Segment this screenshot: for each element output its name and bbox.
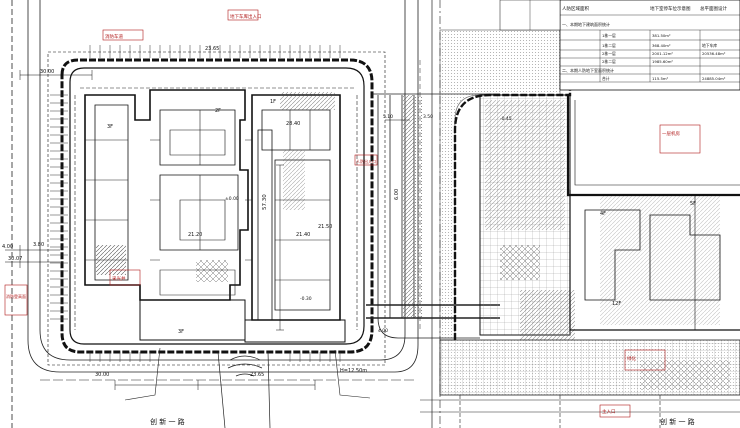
dimension-lines xyxy=(5,70,410,390)
room-label-6: 12F xyxy=(612,301,621,307)
dim-misc-3: 3.50 xyxy=(423,114,433,120)
room-label-1: 2F xyxy=(215,108,221,114)
site-boundary xyxy=(11,0,441,428)
title-block-section-1: 一、本期地下建筑面积统计 xyxy=(562,21,610,27)
tb-row-value-4: 20536.48m² xyxy=(702,51,726,56)
left-parking-stripes xyxy=(50,45,341,362)
dim-top-1: 23.65 xyxy=(205,46,219,52)
dim-vertical-0: 57.30 xyxy=(262,194,268,210)
elevation-1: -0.30 xyxy=(300,296,312,302)
tb-row-label-2: 2栋一层 xyxy=(602,51,616,56)
annotation-3: 一层机房 xyxy=(662,130,680,137)
annotation-0: 消防车道 xyxy=(105,33,123,40)
room-label-0: 3F xyxy=(107,124,113,130)
dim-left-2: 3.80 xyxy=(33,242,44,248)
dim-misc-2: 5.10 xyxy=(383,114,393,120)
tb-row-label-4: 地下车库 xyxy=(702,43,717,48)
tb-row-value-0: 381.50m² xyxy=(652,33,671,38)
right-building xyxy=(453,40,740,340)
street-label-right: 创 新 一 路 xyxy=(660,417,695,426)
elevation-0: ±0.00 xyxy=(225,196,239,202)
annotation-2: 人防出入口 xyxy=(356,158,376,164)
interior-walls xyxy=(74,87,358,330)
building-footprints xyxy=(84,89,346,343)
tb-row-value-1: 368.40m² xyxy=(652,43,671,48)
dim-top-0: 30.00 xyxy=(40,69,54,75)
annotation-7: 消防登高面 xyxy=(6,293,26,299)
road-hatch-strips xyxy=(403,95,424,317)
basement-outline xyxy=(47,51,386,366)
dim-misc-0: 21.20 xyxy=(188,232,202,238)
street-label-left: 创 新 一 路 xyxy=(150,417,185,426)
dim-vertical-2: 28.40 xyxy=(286,121,300,127)
main-entrance xyxy=(40,347,415,428)
title-block-section-2: 二、本期人防地下室面积统计 xyxy=(562,67,614,73)
elevation-2: -0.45 xyxy=(500,116,512,122)
annotation-4: 绿化 xyxy=(627,355,636,362)
title-block-label-left: 人防区域面积 xyxy=(562,5,589,12)
tb-row-label-0: 1栋一层 xyxy=(602,33,616,38)
annotation-1: 地下车库出入口 xyxy=(230,13,262,20)
room-label-3: 3F xyxy=(178,329,184,335)
tb-row-label-3: 2栋二层 xyxy=(602,59,616,64)
tb-total-0: 合计 xyxy=(602,76,610,81)
text-labels: 人防区域面积 地下室停车位示意图 总平面图设计 一、本期地下建筑面积统计 二、本… xyxy=(2,5,727,426)
dim-bottom-1: 23.65 xyxy=(250,372,264,378)
room-label-4: 5F xyxy=(690,201,696,207)
room-label-5: 4F xyxy=(600,211,606,217)
dim-left-1: 30.07 xyxy=(8,256,22,262)
title-block-header: 地下室停车位示意图 xyxy=(650,5,691,12)
dim-misc-4: 4.00 xyxy=(378,328,388,334)
tb-total-2: 24885.04m² xyxy=(702,76,726,81)
title-block xyxy=(499,0,740,91)
room-label-2: 1F xyxy=(270,99,276,105)
tb-row-label-1: 1栋二层 xyxy=(602,43,616,48)
tb-total-1: 115.5m² xyxy=(652,76,669,81)
tb-row-value-2: 2001.12m² xyxy=(652,51,673,56)
red-annotation-boxes xyxy=(4,9,701,418)
annotation-6: 采光井 xyxy=(112,275,126,282)
dim-misc-5: H=12.50m xyxy=(340,368,367,374)
dim-bottom-0: 30.00 xyxy=(95,372,109,378)
dim-misc-1: 21.50 xyxy=(318,224,332,230)
annotation-5: 主入口 xyxy=(602,408,616,415)
tb-row-value-3: 1985.60m² xyxy=(652,59,673,64)
street-bottom-right xyxy=(420,395,740,428)
dim-vertical-3: 6.00 xyxy=(394,189,400,200)
dim-left-0: 4.00 xyxy=(2,244,13,250)
title-block-label-right: 总平面图设计 xyxy=(700,5,727,12)
dim-vertical-1: 21.40 xyxy=(296,232,310,238)
